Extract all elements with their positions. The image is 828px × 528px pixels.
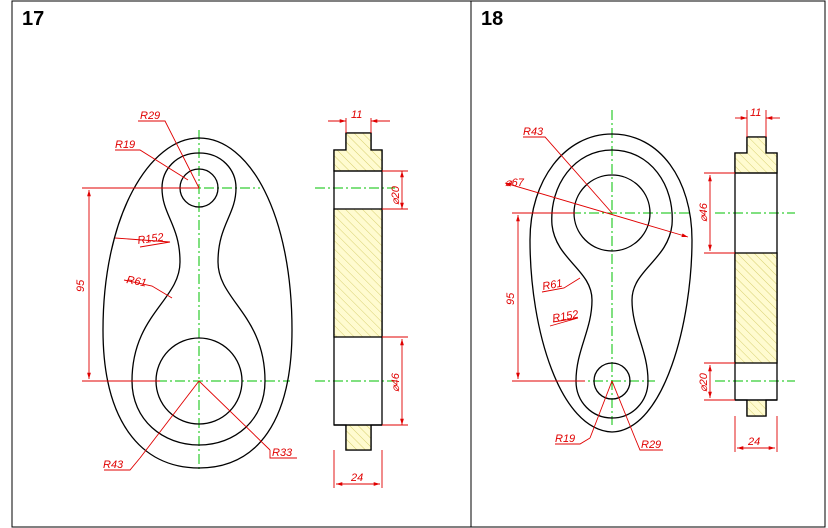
dim-r61: R61 [125,274,147,289]
hatched-section [333,208,383,338]
dim-24: 24 [350,472,363,484]
panel-18-drawing [504,110,795,452]
dim-95: 95 [505,292,517,305]
dim-r29: R29 [140,110,160,122]
dim-r61: R61 [541,278,563,293]
panel-number-17: 17 [22,8,45,30]
dim-95: 95 [75,279,87,292]
dim-r152: R152 [551,309,579,325]
outer-contour [102,137,293,469]
inner-contour [131,152,266,446]
dim-r19: R19 [115,139,135,151]
dim-d67: ⌀67 [505,177,525,189]
dim-d20: ⌀20 [698,372,710,392]
dim-d20: ⌀20 [390,185,402,205]
panel-17-drawing [82,118,408,488]
panel-number-18: 18 [481,8,504,30]
dim-24: 24 [747,436,760,448]
dim-d46: ⌀46 [390,372,402,392]
dim-r152: R152 [137,231,165,247]
panel-18-dim-texts: R43 ⌀67 R61 R152 95 R19 R29 11 ⌀46 ⌀20 2… [505,107,761,451]
dim-d46: ⌀46 [698,202,710,222]
small-hole [593,362,631,400]
dim-r33: R33 [272,447,293,459]
dimension-lines [504,110,780,452]
dim-11: 11 [351,109,362,121]
panel-17-dim-texts: R29 R19 R152 R61 95 R43 R33 11 ⌀20 ⌀46 2… [75,109,402,484]
dim-r19: R19 [555,433,575,445]
dim-r29: R29 [641,439,661,451]
dimension-lines [82,118,408,488]
sheet-frame [11,0,826,528]
dim-11: 11 [750,107,761,119]
hatched-section [734,252,778,364]
dim-r43: R43 [103,459,124,471]
dim-r43: R43 [523,126,544,138]
